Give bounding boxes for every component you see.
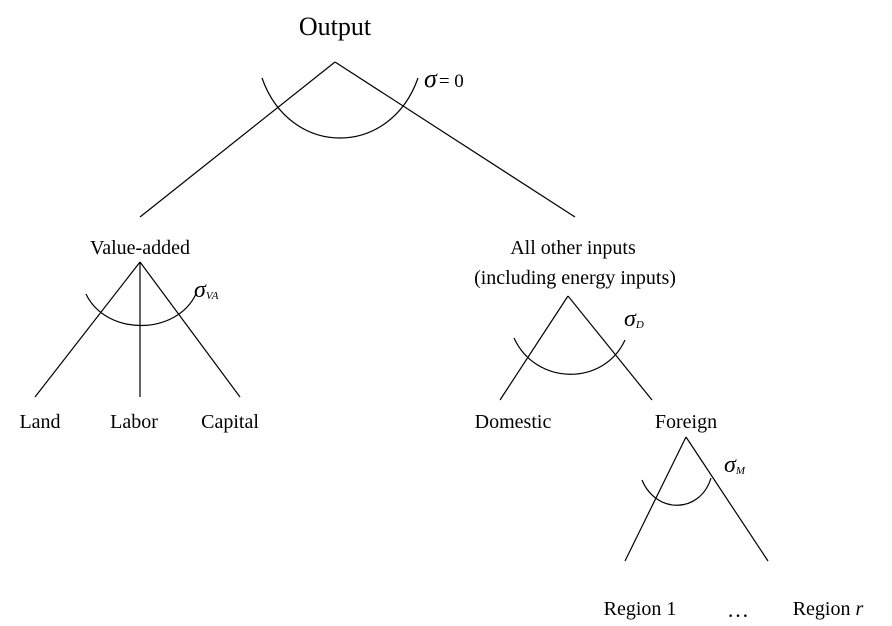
edge-other-foreign [567, 295, 653, 401]
node-region-1: Region 1 [604, 598, 677, 620]
elasticity-label-d: σD [624, 306, 644, 332]
edge-output-other-inputs [334, 61, 576, 218]
node-domestic: Domestic [475, 411, 552, 433]
elasticity-label-m: σM [724, 452, 746, 478]
edge-va-land [34, 261, 141, 398]
elasticity-arc-d [513, 337, 626, 375]
node-labor: Labor [110, 411, 158, 433]
node-region-r: Region r [793, 598, 864, 620]
node-other-inputs-line2: (including energy inputs) [474, 267, 676, 289]
elasticity-arc-top [261, 77, 419, 139]
elasticity-label-top: σ= 0 [424, 64, 464, 93]
node-other-inputs-line1: All other inputs [510, 237, 636, 259]
region-r-prefix: Region [793, 598, 856, 620]
region-r-variable: r [855, 598, 863, 620]
edge-output-value-added [139, 61, 336, 218]
sigma-symbol-top: σ [424, 64, 438, 93]
edge-va-capital [139, 261, 241, 398]
node-land: Land [19, 411, 60, 433]
node-foreign: Foreign [655, 411, 717, 433]
sigma-subscript-m: M [735, 465, 746, 477]
elasticity-arc-va [85, 293, 197, 326]
edge-foreign-region-r [685, 436, 769, 562]
node-value-added: Value-added [90, 237, 190, 259]
node-capital: Capital [201, 411, 259, 433]
elasticity-label-va: σVA [194, 277, 219, 303]
sigma-symbol-m: σ [724, 452, 737, 478]
sigma-subscript-d: D [635, 319, 644, 331]
node-ellipsis: … [727, 597, 749, 622]
edge-other-domestic [499, 295, 569, 401]
sigma-symbol-d: σ [624, 306, 637, 332]
sigma-subscript-va: VA [206, 290, 219, 302]
sigma-equals-zero: = 0 [439, 71, 464, 92]
elasticity-arc-m [641, 477, 712, 506]
sigma-symbol-va: σ [194, 277, 207, 303]
node-output: Output [299, 12, 372, 41]
edge-foreign-region-1 [624, 436, 687, 562]
